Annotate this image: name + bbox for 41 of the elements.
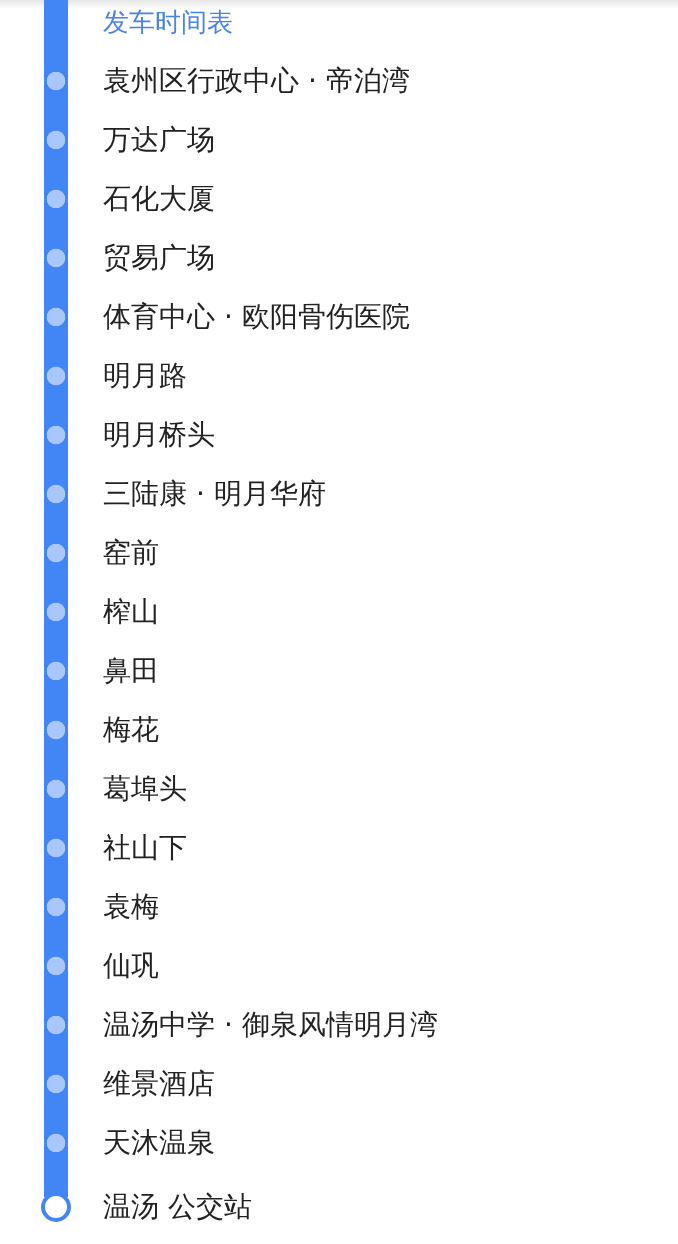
stop-name: 体育中心 · 欧阳骨伤医院 (103, 299, 410, 335)
stop-name: 明月桥头 (103, 417, 215, 453)
route-line (44, 388, 68, 423)
stop-name: 石化大厦 (103, 181, 215, 217)
stop-name: 温汤中学 · 御泉风情明月湾 (103, 1007, 438, 1043)
stop-name: 三陆康 · 明月华府 (103, 476, 326, 512)
stop-name: 榨山 (103, 594, 159, 630)
stop-name: 鼻田 (103, 653, 159, 689)
route-line (44, 1096, 68, 1131)
stop-name: 温汤 公交站 (103, 1189, 252, 1225)
stop-name: 天沐温泉 (103, 1125, 215, 1161)
route-line (44, 93, 68, 128)
route-line (44, 0, 68, 69)
route-line (44, 683, 68, 718)
route-line (44, 1155, 68, 1197)
stop-name: 社山下 (103, 830, 187, 866)
stop-name: 明月路 (103, 358, 187, 394)
stop-name: 仙巩 (103, 948, 159, 984)
route-line (44, 270, 68, 305)
route-line (44, 978, 68, 1013)
route-line (44, 742, 68, 777)
route-line (44, 211, 68, 246)
route-line (44, 860, 68, 895)
stop-name: 袁梅 (103, 889, 159, 925)
route-line (44, 565, 68, 600)
route-line (44, 1037, 68, 1072)
stop-name: 袁州区行政中心 · 帝泊湾 (103, 63, 410, 99)
stop-name: 万达广场 (103, 122, 215, 158)
route-line (44, 447, 68, 482)
route-line (44, 506, 68, 541)
stop-name: 维景酒店 (103, 1066, 215, 1102)
stop-name: 梅花 (103, 712, 159, 748)
timetable-link: 发车时间表 (103, 6, 233, 39)
stop-name: 贸易广场 (103, 240, 215, 276)
route-line (44, 919, 68, 954)
stop-name: 葛埠头 (103, 771, 187, 807)
stop-name: 窑前 (103, 535, 159, 571)
route-line (44, 624, 68, 659)
route-line (44, 801, 68, 836)
route-line (44, 329, 68, 364)
route-line (44, 152, 68, 187)
